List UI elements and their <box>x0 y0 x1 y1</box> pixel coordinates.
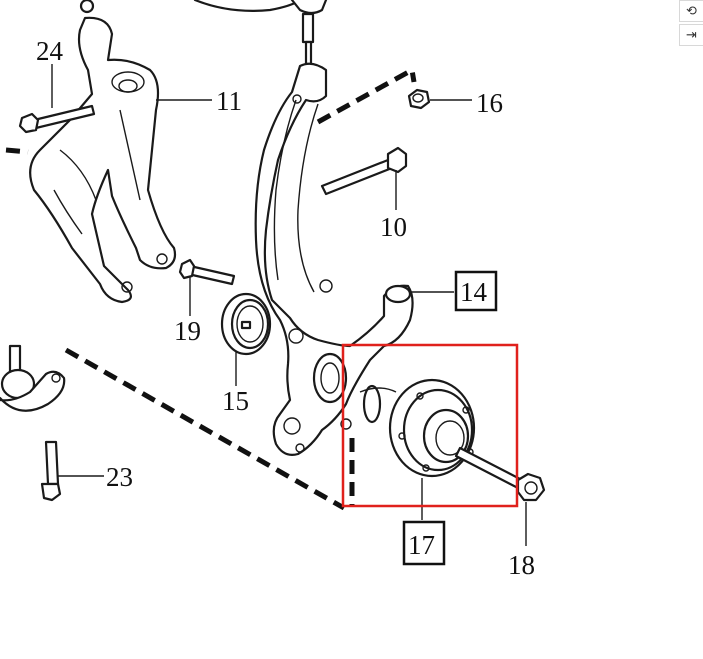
refresh-icon: ⟲ <box>686 3 697 19</box>
dust-shield-15 <box>220 292 272 356</box>
bolt-10 <box>320 146 408 196</box>
dash-link-lower <box>64 347 346 511</box>
dash-link-left <box>5 147 29 155</box>
upper-ball-joint-stud <box>301 12 315 66</box>
leader-lines <box>51 64 527 546</box>
refresh-icon-button[interactable]: ⟲ <box>679 0 703 22</box>
bolt-19 <box>178 258 236 286</box>
main-knuckle <box>254 62 414 456</box>
hub-bolt-18 <box>454 446 546 502</box>
bolt-23 <box>40 440 62 502</box>
callout-19: 19 <box>174 316 201 346</box>
callout-14-box: 14 <box>454 270 498 312</box>
upper-control-arm <box>79 0 328 15</box>
nut-16 <box>407 88 431 110</box>
left-knuckle <box>29 16 177 304</box>
highlight-box <box>341 343 519 508</box>
callout-15: 15 <box>222 386 249 416</box>
collapse-icon: ⇥ <box>686 27 697 43</box>
callout-24: 24 <box>36 36 64 66</box>
lower-ball-joint <box>0 344 66 412</box>
callout-16: 16 <box>476 88 503 118</box>
dash-link-16 <box>316 66 417 125</box>
callout-17-box: 17 <box>402 520 446 566</box>
wheel-hub-17 <box>359 378 476 478</box>
collapse-panel-button[interactable]: ⇥ <box>679 24 703 46</box>
callout-10: 10 <box>380 212 407 242</box>
callout-18: 18 <box>508 550 535 580</box>
callout-14: 14 <box>460 277 488 307</box>
callout-17: 17 <box>408 530 435 560</box>
bolt-24 <box>18 104 96 134</box>
callout-11: 11 <box>216 86 242 116</box>
callout-23: 23 <box>106 462 133 492</box>
